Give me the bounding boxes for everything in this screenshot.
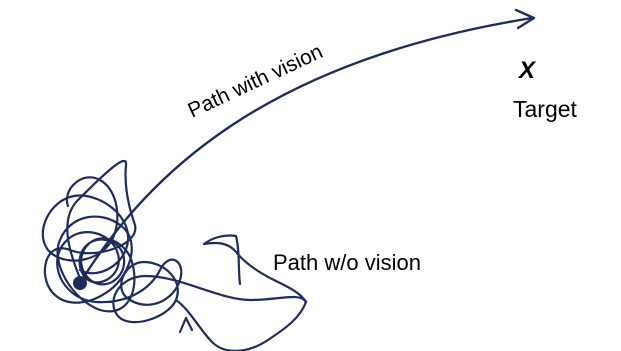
label-target: Target xyxy=(513,96,578,122)
label-path-without-vision: Path w/o vision xyxy=(273,250,421,275)
small-upward-arrow xyxy=(180,318,192,332)
target-marker: X xyxy=(517,57,537,84)
path-without-vision-scribble xyxy=(45,161,306,322)
